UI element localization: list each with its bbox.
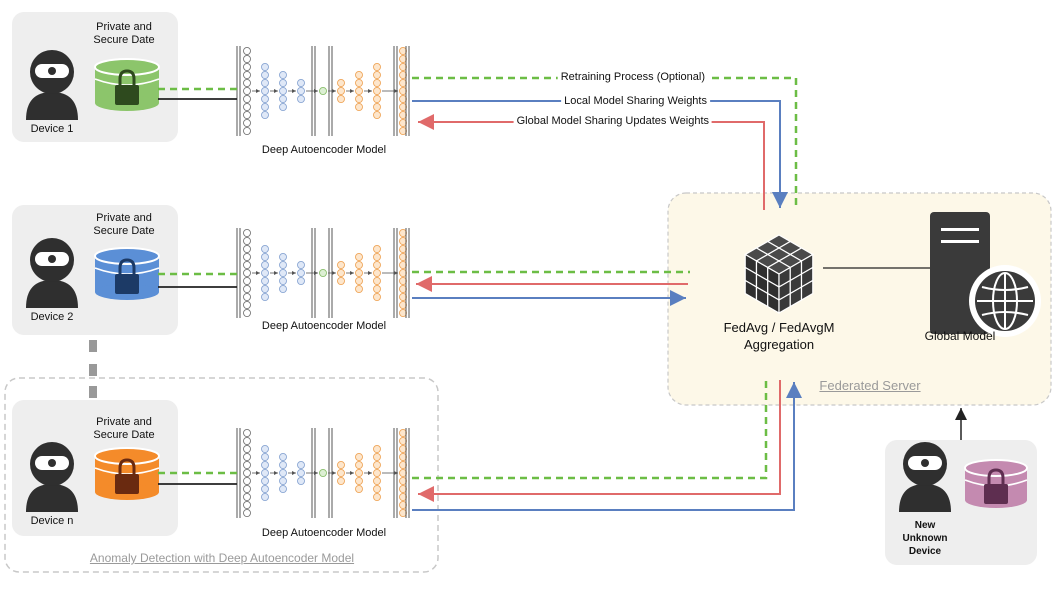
lock-icon	[115, 258, 139, 294]
device-n-storage-label-line2: Secure Date	[93, 429, 155, 441]
local-weights-label: Local Model Sharing Weights	[561, 95, 710, 107]
anomaly-detection-group	[4, 377, 439, 573]
global-updates-label: Global Model Sharing Updates Weights	[513, 115, 712, 127]
lock-icon	[984, 468, 1008, 504]
new-device-person-icon	[899, 442, 951, 512]
device-2-autoencoder-network	[236, 228, 410, 318]
lock-icon	[115, 69, 139, 105]
device-1-person-icon	[26, 50, 78, 120]
device-n-person-icon	[26, 442, 78, 512]
globe-icon	[969, 265, 1041, 337]
device-2-storage-label-line2: Secure Date	[93, 225, 155, 237]
new-device-label-line1: New	[914, 520, 936, 531]
new-device-label-line3: Device	[908, 546, 942, 557]
device-n-label: Device n	[30, 515, 74, 527]
device-2-database-icon	[94, 247, 160, 300]
lock-icon	[115, 458, 139, 494]
federated-server-title: Federated Server	[819, 378, 921, 393]
global-model-label: Global Model	[924, 329, 996, 343]
new-device-label-line2: Unknown	[902, 533, 948, 544]
device-1-autoencoder-network	[236, 46, 410, 136]
device-n-autoencoder-network	[236, 428, 410, 518]
device-1-storage-label-line2: Secure Date	[93, 34, 155, 46]
device-2-label: Device 2	[30, 311, 74, 323]
aggregation-label-line2: Aggregation	[743, 337, 815, 352]
device-n-storage-label-line1: Private and	[96, 416, 152, 428]
device-1-storage-label-line1: Private and	[96, 21, 152, 33]
ellipsis-dot	[89, 340, 97, 352]
device-2-model-label: Deep Autoencoder Model	[261, 320, 387, 332]
new-device-database-icon	[964, 459, 1028, 508]
ellipsis-dot	[89, 364, 97, 376]
device-n-model-label: Deep Autoencoder Model	[261, 527, 387, 539]
device-1-model-label: Deep Autoencoder Model	[261, 144, 387, 156]
aggregation-label-line1: FedAvg / FedAvgM	[723, 320, 835, 335]
ellipsis-dot	[89, 386, 97, 398]
aggregation-cube-icon	[744, 234, 814, 315]
device-2-storage-label-line1: Private and	[96, 212, 152, 224]
anomaly-group-title: Anomaly Detection with Deep Autoencoder …	[89, 551, 355, 565]
device-n-database-icon	[94, 447, 160, 500]
device-1-database-icon	[94, 58, 160, 111]
device-2-person-icon	[26, 238, 78, 308]
device-1-label: Device 1	[30, 123, 74, 135]
retraining-label: Retraining Process (Optional)	[557, 71, 708, 83]
